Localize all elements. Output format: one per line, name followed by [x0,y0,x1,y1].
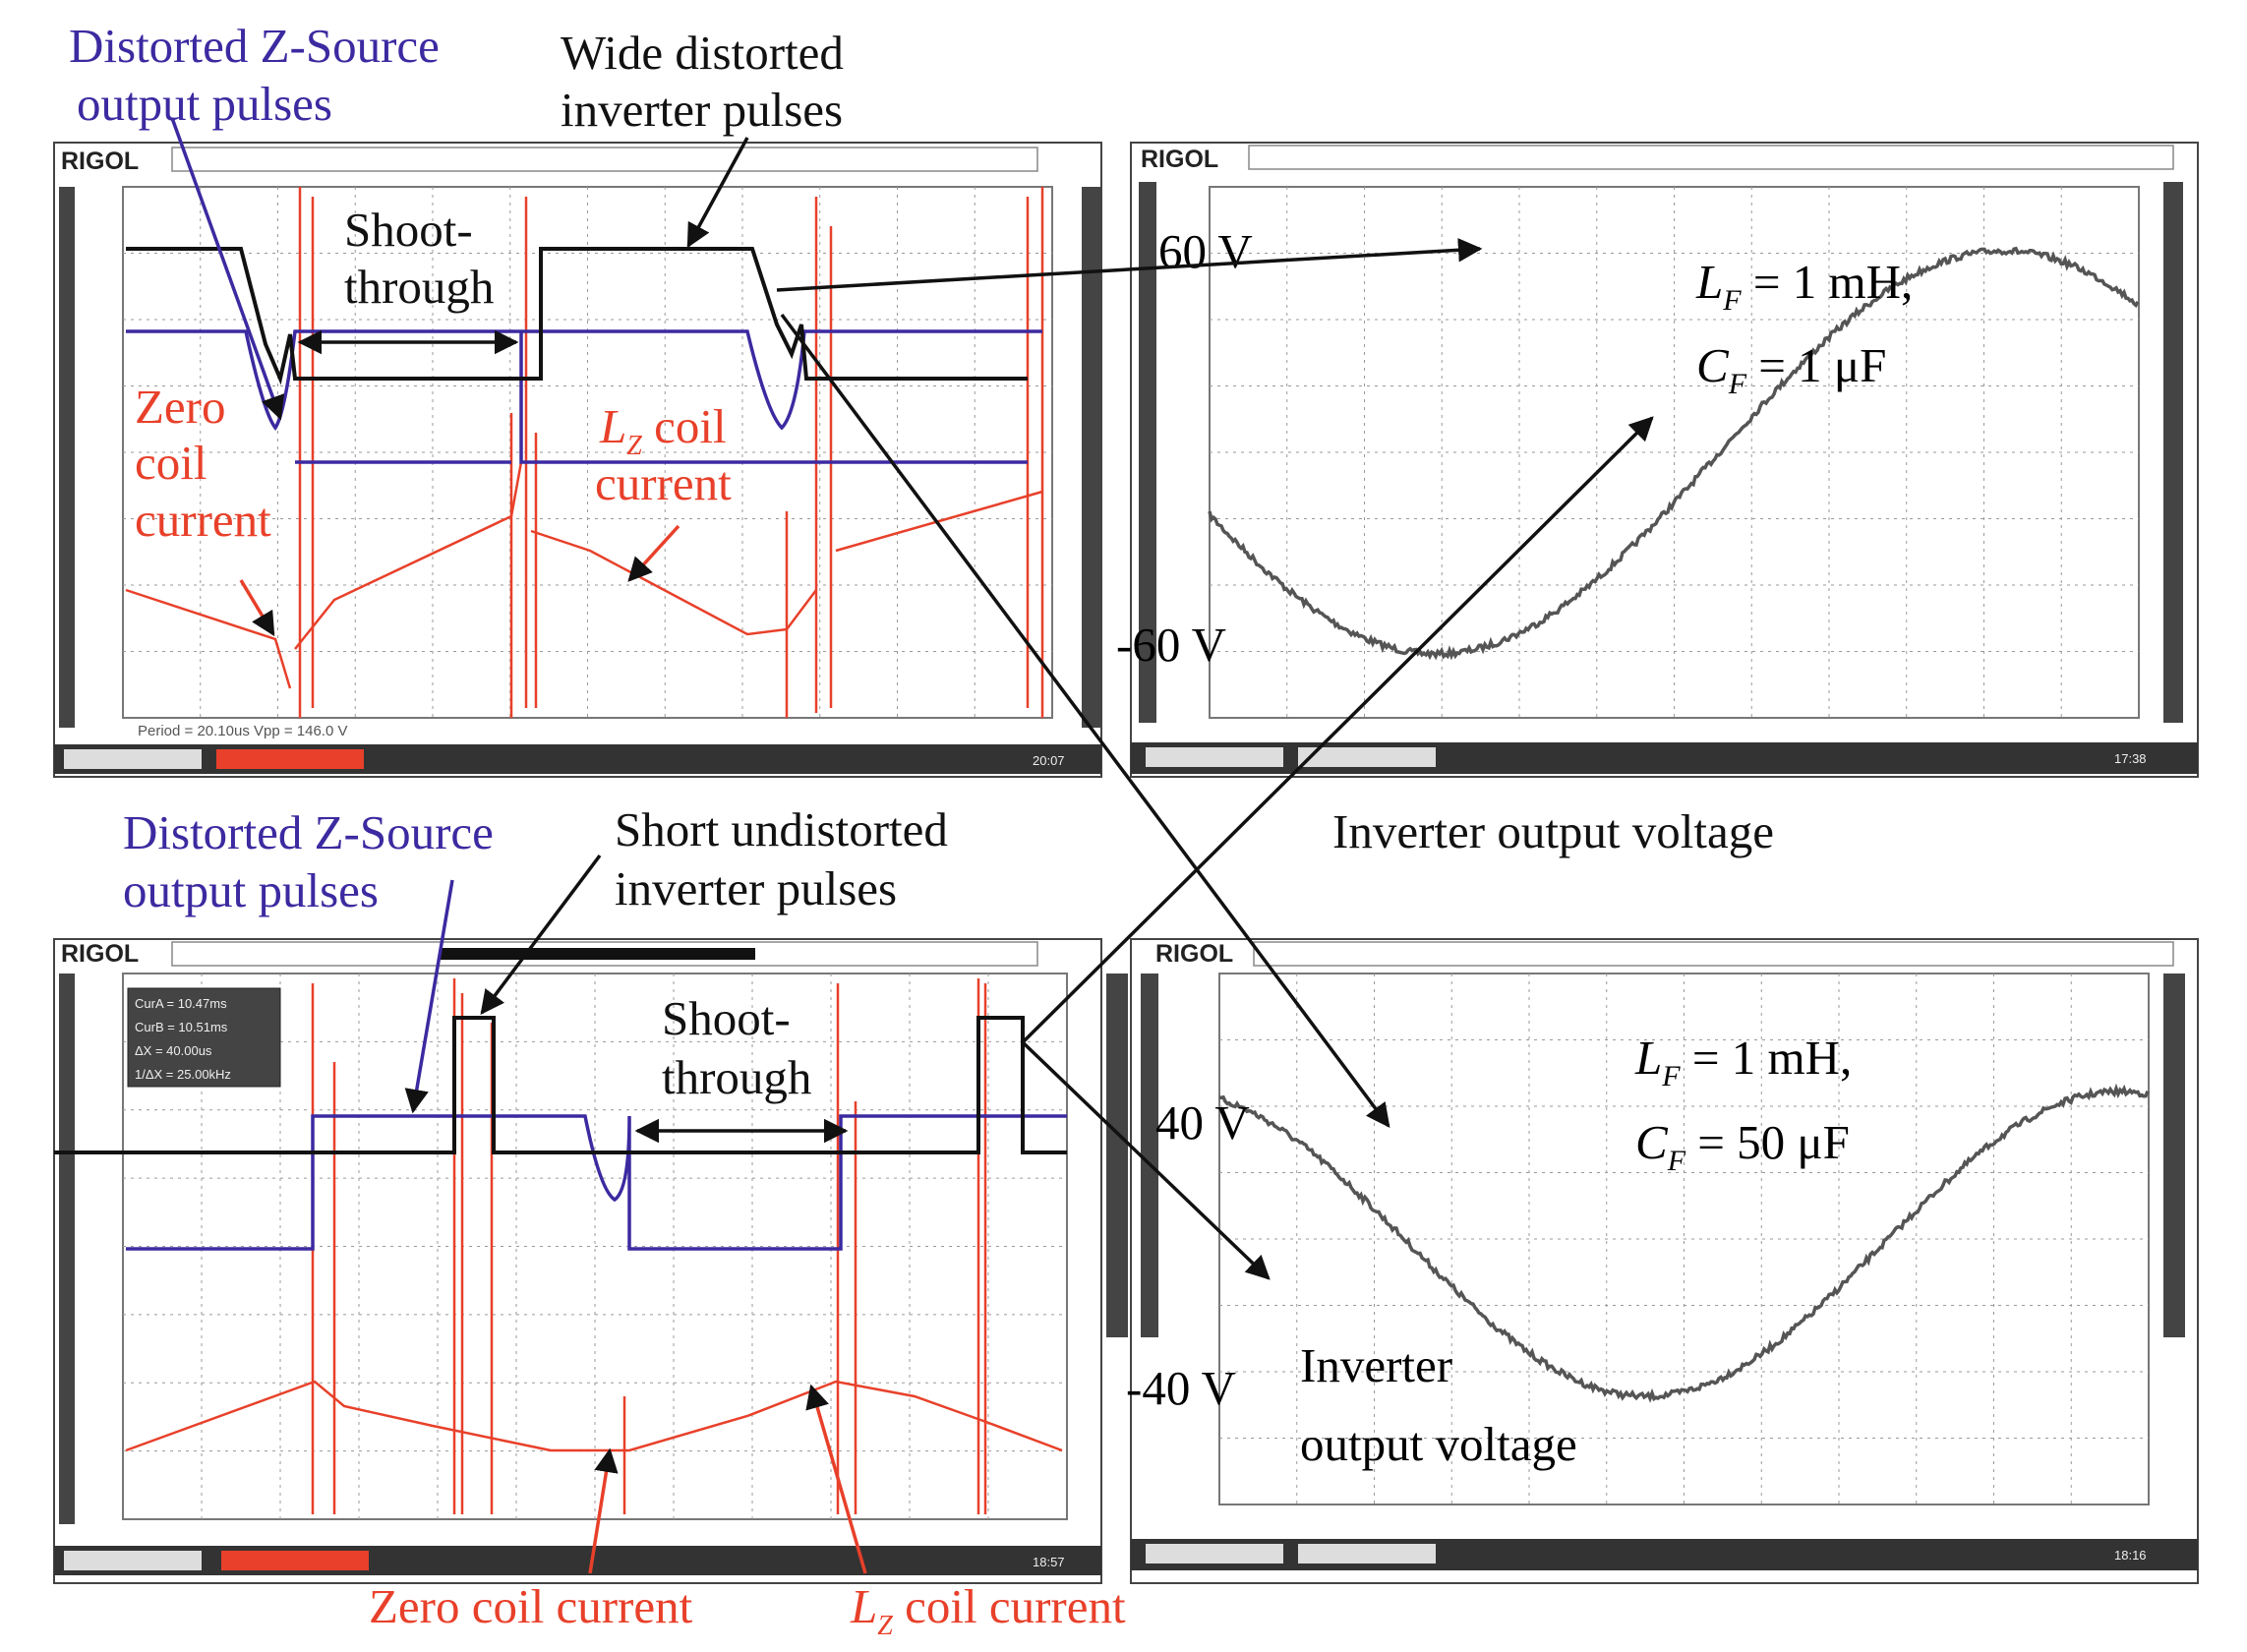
v-top-label: 40 V [1155,1095,1250,1150]
filter-params-top-right: LF = 1 mH, CF = 1 μF [1695,255,1913,400]
scope-top-left: RIGOL Period = 20.10us Vpp = 146.0 V 20:… [53,142,1102,778]
zsource-label-line2: output pulses [77,77,332,131]
purple-arrows [170,117,454,1114]
inverter-output-voltage-trace-bottom [1218,1083,2150,1403]
ch2-indicator [221,1551,369,1570]
zero-coil-current-trace [125,461,1043,689]
v-bottom-label: -60 V [1116,618,1226,672]
inverter-label-line1: Wide distorted [561,26,844,80]
clock-readout: 20:07 [1033,753,1065,768]
rigol-logo-top-right: RIGOL [1141,146,1218,173]
lz-coil-label: LZ coil current [850,1579,1126,1641]
clock-readout: 18:16 [2114,1548,2147,1563]
shoot-label-line2: through [344,260,494,314]
scope-header-bar [1253,941,2174,967]
scope-header-bar [171,147,1038,172]
ch2-indicator [1298,1544,1436,1564]
ch1-indicator [64,1551,202,1570]
measure-readout: Period = 20.10us Vpp = 146.0 V [138,723,348,739]
inverter-output-voltage-trace-top [1208,246,2140,661]
inverter-label-line1: Short undistorted [615,802,948,856]
filter-params-bottom-right: LF = 1 mH, CF = 50 μF [1634,1031,1852,1177]
inverter-label-line2: inverter pulses [615,861,897,915]
level-labels-top-right: 60 V -60 V [1116,224,1253,672]
ch1-indicator [1146,747,1283,767]
middle-caption: Inverter output voltage [1332,804,1774,858]
shoot-label-line1: Shoot- [344,203,473,257]
inverter-pulse-trace [54,1016,1067,1154]
v-bottom-label: -40 V [1126,1361,1236,1415]
scope-left-sidebar [1141,974,1158,1337]
zero-label-line1: Zero [135,380,226,434]
arrow-wide-pulse-to-bottom-wave [780,313,1390,1128]
arrow-wide-pulse-to-top-peak [776,238,1483,292]
bottom-right-caption-line2: output voltage [1300,1417,1577,1471]
grid-lines [123,187,1052,718]
cf-label: CF = 50 μF [1635,1115,1850,1177]
lf-label: LF = 1 mH, [1695,255,1913,317]
scope-right-sidebar [1082,187,1101,728]
zsource-label-line1: Distorted Z-Source [123,805,494,859]
red-arrows [239,524,867,1574]
zsource-label-line2: output pulses [123,863,379,917]
cf-label: CF = 1 μF [1696,338,1886,400]
memory-bar [441,948,755,960]
zero-coil-label: Zero coil current [369,1579,693,1633]
scope-left-sidebar [59,974,75,1524]
rigol-logo-bottom-left: RIGOL [61,940,139,968]
clock-readout: 17:38 [2114,751,2147,766]
connector-arrows [297,137,1654,1280]
cursor-freq-readout: 1/ΔX = 25.00kHz [135,1067,231,1082]
lz-label-line1: LZ coil [599,399,727,461]
ch2-indicator [1298,747,1436,767]
grid-lines [1219,974,2149,1504]
cursor-a-readout: CurA = 10.47ms [135,996,227,1011]
scope-left-sidebar [1139,182,1156,723]
bottom-right-caption-line1: Inverter [1300,1338,1452,1392]
scope-right-sidebar [2163,182,2183,723]
scope-bottom-bar [54,1546,1101,1575]
zero-label-line3: current [135,493,271,547]
scope-right-sidebar [1106,974,1128,1337]
rigol-logo-bottom-right: RIGOL [1155,940,1233,968]
cursor-readout-box: CurA = 10.47ms CurB = 10.51ms ΔX = 40.00… [127,987,281,1088]
level-labels-bottom-right: 40 V -40 V [1126,1095,1250,1415]
rigol-logo-top-left: RIGOL [61,148,139,175]
scope-bottom-bar [1131,1539,2198,1570]
ch2-indicator [216,749,364,769]
arrow-wide-inverter-label [686,137,749,249]
scope-bottom-left: RIGOL CurA = 10.47ms CurB = 10.51ms ΔX =… [53,938,1128,1584]
lz-label-line2: current [595,456,732,510]
bottom-left-traces [54,978,1067,1514]
inverter-label-line2: inverter pulses [561,83,843,137]
zsource-pulse-trace [126,1114,1067,1251]
zero-label-line2: coil [135,436,207,490]
ch1-indicator [64,749,202,769]
lf-label: LF = 1 mH, [1634,1031,1852,1092]
top-left-annotations: Distorted Z-Source output pulses Wide di… [69,19,844,547]
scope-bottom-bar [54,744,1101,774]
cursor-b-readout: CurB = 10.51ms [135,1020,228,1034]
v-top-label: 60 V [1158,224,1253,278]
clock-readout: 18:57 [1033,1555,1065,1569]
ch1-indicator [1146,1544,1283,1564]
scope-right-sidebar [2163,974,2185,1337]
cursor-dx-readout: ΔX = 40.00us [135,1043,212,1058]
inverter-pulse-trace [126,247,1028,385]
scope-bottom-bar [1131,742,2198,774]
zsource-label-line1: Distorted Z-Source [69,19,440,73]
arrow-short-inverter-label [480,854,602,1015]
shoot-label-line1: Shoot- [662,991,791,1045]
arrow-short-pulse-to-top-wave [1021,416,1654,1044]
bottom-left-annotations: Distorted Z-Source output pulses Short u… [123,802,1126,1641]
scope-top-right: RIGOL 17:38 [1130,142,2199,778]
shoot-label-line2: through [662,1050,811,1104]
scope-left-sidebar [59,187,75,728]
scope-bottom-right: RIGOL 18:16 [1130,938,2199,1584]
grid-lines [1210,187,2139,718]
scope-header-bar [1248,145,2174,170]
arrow-short-pulse-to-bottom-wave [1021,1040,1271,1280]
